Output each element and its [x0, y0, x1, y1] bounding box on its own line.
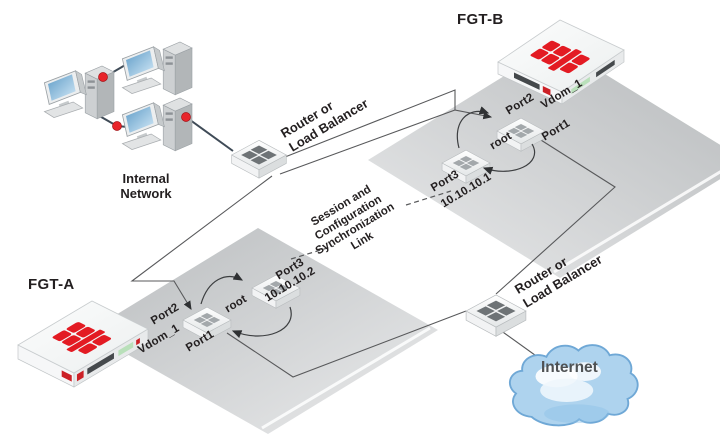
- arc-b-back: [482, 143, 535, 175]
- link-router-top-to-fgt-a-port2: [130, 175, 273, 310]
- arc-a-back: [231, 306, 292, 339]
- link-fgt-b-port1-to-router-bottom: [495, 134, 616, 295]
- workstation-icon: [121, 41, 193, 96]
- internal-network-cluster: [43, 41, 234, 152]
- fortinet-logo: [530, 40, 590, 74]
- arc-b-forward: [456, 106, 490, 149]
- red-dot: [98, 72, 108, 82]
- router-top-device: [231, 139, 287, 179]
- internet-label: Internet: [541, 359, 598, 376]
- front-panel-ports: [76, 338, 140, 382]
- arc-a-forward: [200, 272, 244, 305]
- red-dot: [181, 112, 191, 122]
- link-fgt-a-port1-to-router-bottom: [226, 310, 467, 378]
- fgt-a-device: [17, 300, 149, 388]
- sync-dash-left: [290, 245, 335, 260]
- red-dot: [112, 121, 122, 131]
- front-panel-left: [514, 72, 551, 96]
- workstation-icon: [121, 97, 193, 152]
- fgt-a-plane: [88, 228, 438, 434]
- lan-junction-dots: [98, 72, 191, 131]
- fgt-b-device: [497, 19, 625, 105]
- fgt-b-plane: [368, 44, 720, 278]
- link-router-top-parallel: [279, 109, 456, 175]
- fortinet-logo: [52, 322, 112, 354]
- link-router-top-to-fgt-b-port2: [284, 89, 493, 158]
- sync-dashed-line: [290, 190, 452, 260]
- front-panel-ports: [571, 59, 615, 95]
- fgt-b-title: FGT-B: [457, 11, 504, 28]
- vdom-cycle-arrows: [200, 106, 535, 339]
- internal-network-label: Internal Network: [120, 171, 172, 201]
- front-panel-left: [61, 370, 72, 382]
- internet-cloud-icon: [508, 344, 639, 427]
- fgt-a-title: FGT-A: [28, 276, 75, 293]
- router-bottom-device: [465, 294, 527, 337]
